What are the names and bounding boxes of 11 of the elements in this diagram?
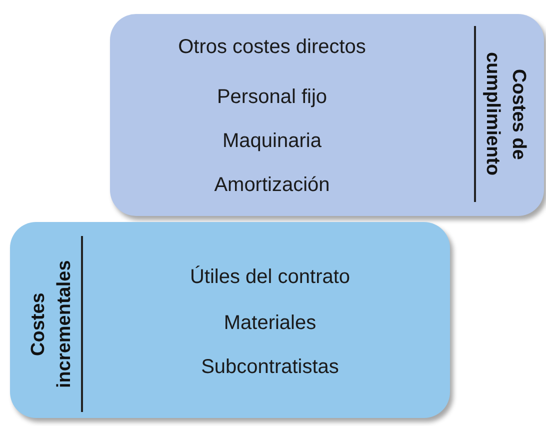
list-item: Personal fijo [216,86,328,109]
list-item: Maquinaria [222,130,322,153]
card-heading: Costes incrementales [26,236,83,412]
list-item: Útiles del contrato [190,266,350,289]
list-item: Subcontratistas [201,356,339,379]
category-card [110,14,544,216]
list-item: Materiales [224,312,316,335]
list-item: Otros costes directos [178,36,366,59]
card-heading: Costes de cumplimiento [474,26,531,202]
category-card [10,222,450,418]
list-item: Amortización [214,174,330,197]
